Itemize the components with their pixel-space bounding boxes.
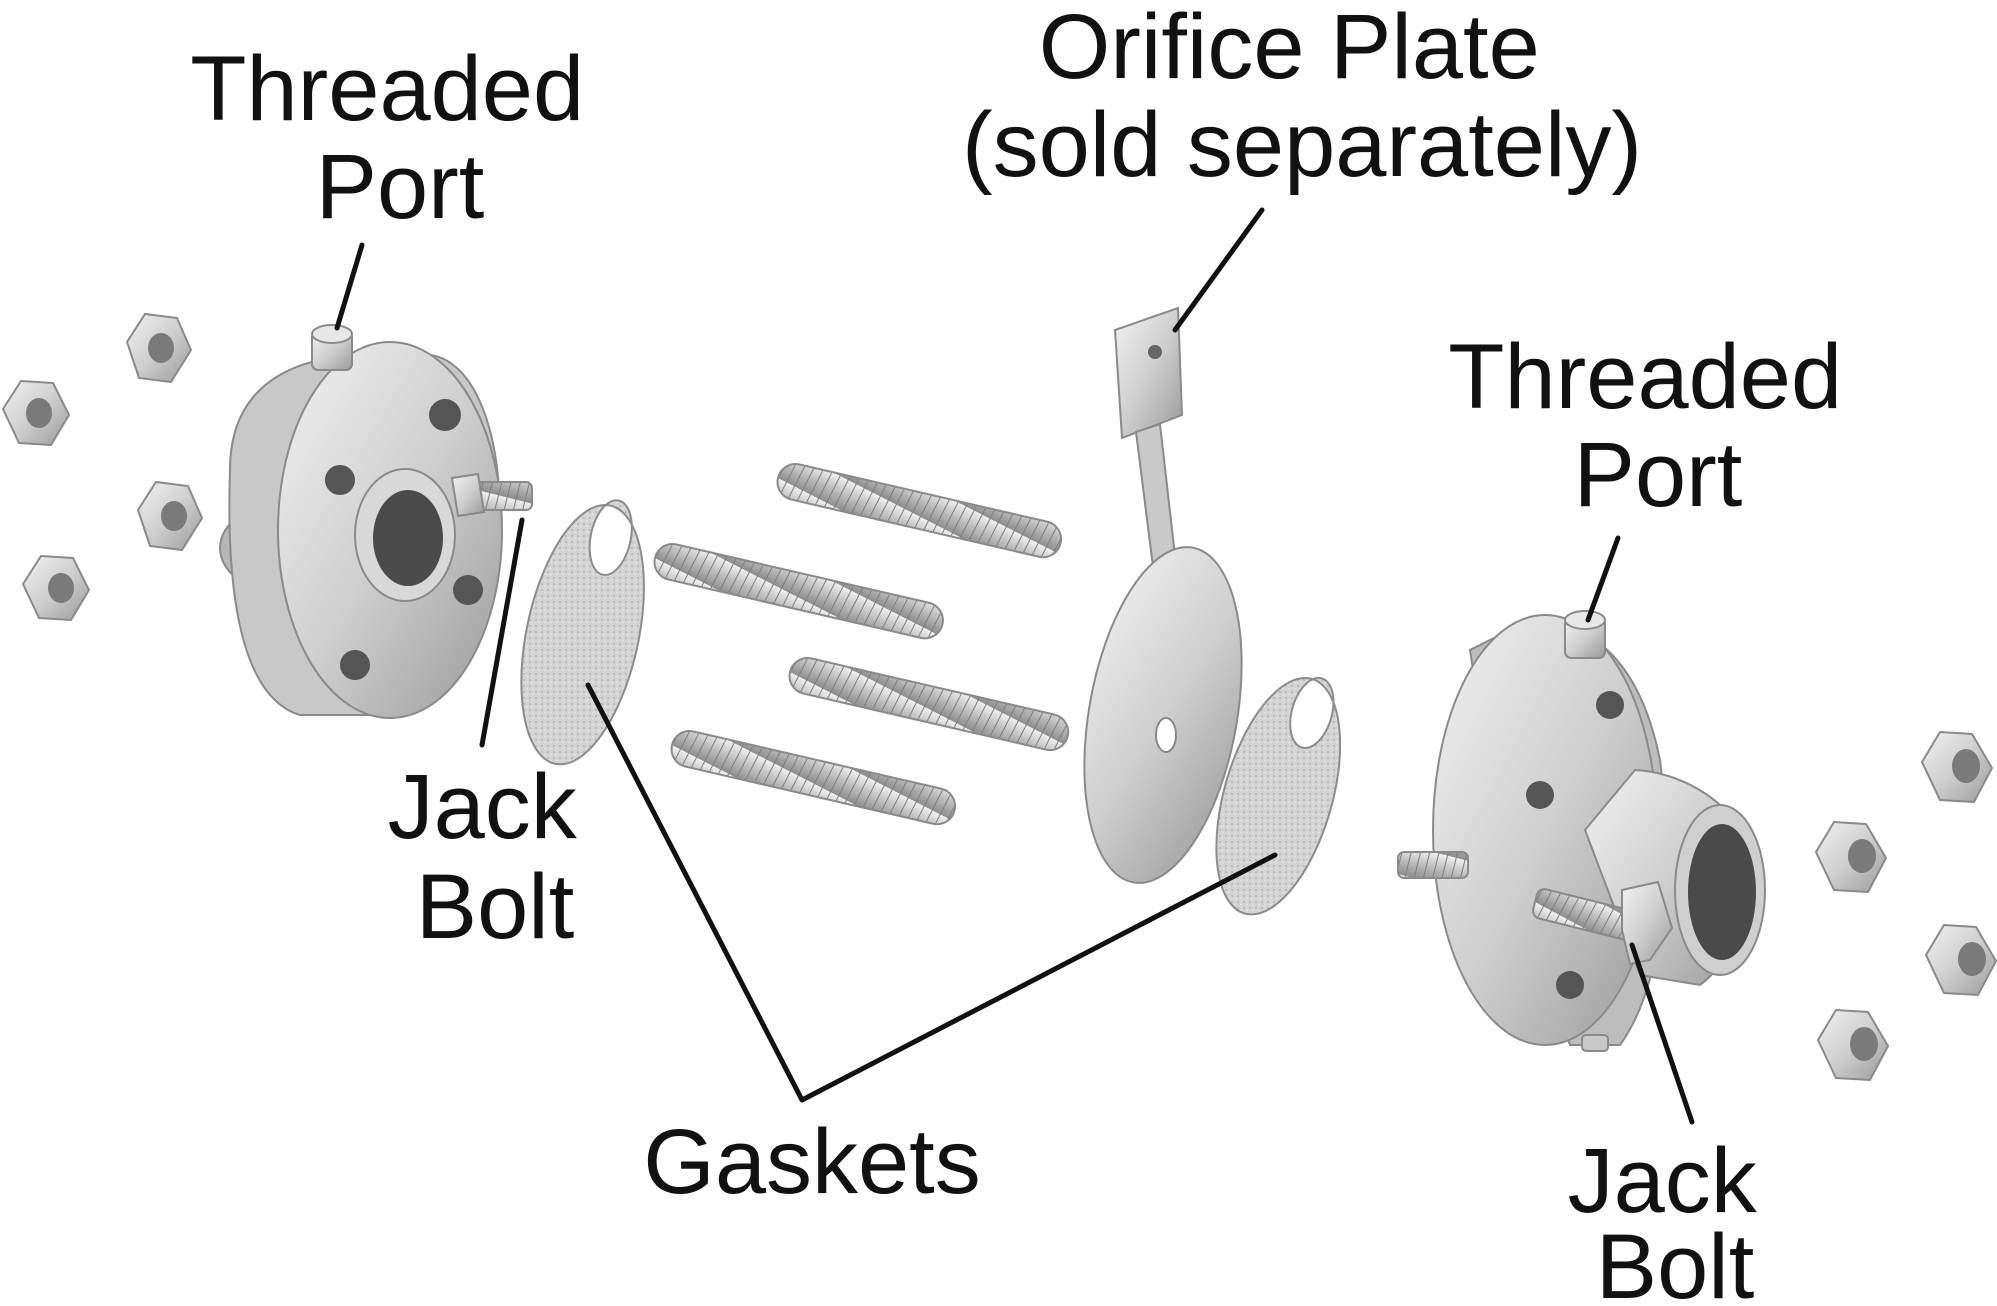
- threaded-studs: [653, 463, 1070, 826]
- left-gasket: [520, 499, 645, 766]
- threaded-port-fitting: [311, 324, 353, 371]
- hex-nut: [136, 480, 204, 552]
- orifice-plate: [1083, 306, 1243, 884]
- hex-nut: [1, 379, 71, 447]
- hex-nut: [1924, 923, 1997, 997]
- threaded-stud: [776, 463, 1063, 559]
- leader-threaded-port-right: [1585, 535, 1621, 623]
- right-hex-nuts: [1814, 730, 1997, 1082]
- label-orifice-plate: Orifice Plate (sold separately): [962, 0, 1642, 196]
- label-jack-bolt-left: Jack Bolt: [388, 756, 603, 958]
- leader-gaskets: [585, 682, 1278, 1103]
- hex-nut: [1920, 730, 1994, 804]
- hex-nut: [125, 312, 193, 384]
- threaded-stud: [670, 730, 957, 826]
- label-threaded-port-left: Threaded Port: [190, 38, 609, 238]
- jack-bolt: [450, 472, 533, 518]
- leader-threaded-port-left: [334, 242, 365, 331]
- leader-lines: [334, 207, 1695, 1125]
- leader-jack-bolt-left: [479, 517, 525, 748]
- right-gasket: [1215, 676, 1342, 916]
- leader-orifice-plate: [1172, 207, 1265, 333]
- left-flange: [219, 324, 533, 719]
- hex-nut: [1816, 1008, 1890, 1082]
- threaded-port-fitting: [1564, 610, 1606, 659]
- hex-nut: [21, 554, 91, 622]
- label-jack-bolt-right: Jack Bolt: [1568, 1130, 1783, 1306]
- left-hex-nuts: [1, 312, 204, 622]
- label-threaded-port-right: Threaded Port: [1448, 326, 1867, 526]
- jack-bolt: [1397, 851, 1674, 966]
- threaded-stud: [653, 543, 944, 640]
- hex-nut: [1814, 820, 1888, 894]
- leader-jack-bolt-right: [1629, 942, 1695, 1125]
- label-gaskets: Gaskets: [643, 1111, 980, 1213]
- right-flange: [1397, 610, 1766, 1052]
- callout-labels: Threaded Port Orifice Plate (sold separa…: [190, 0, 1867, 1306]
- threaded-stud: [788, 657, 1070, 752]
